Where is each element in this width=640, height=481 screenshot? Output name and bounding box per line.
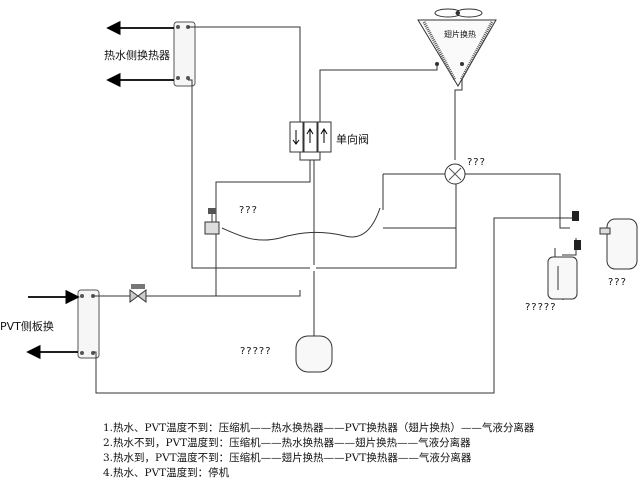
- liquid-receiver: [295, 335, 333, 373]
- legend-item: 4.热水、PVT温度到：停机: [103, 467, 230, 479]
- operating-modes-legend: 1.热水、PVT温度不到：压缩机——热水换热器——PVT换热器（翅片换热）——气…: [103, 421, 534, 481]
- check-valve-pair: [289, 121, 332, 153]
- unknown-valve-label: ???: [467, 157, 486, 168]
- expansion-valve-top: [204, 208, 220, 235]
- pvt-plate-heat-exchanger: [77, 289, 100, 359]
- gas-liquid-separator: [547, 256, 578, 300]
- compressor: [599, 218, 638, 270]
- fan-icon: [434, 8, 483, 18]
- unknown-compressor-label: ???: [608, 277, 627, 288]
- unknown-receiver-label: ?????: [240, 346, 272, 357]
- unknown-separator-label: ?????: [525, 302, 557, 313]
- legend-item: 1.热水、PVT温度不到：压缩机——热水换热器——PVT换热器（翅片换热）——气…: [103, 422, 535, 434]
- hot-water-heat-exchanger: [173, 21, 196, 87]
- unknown-expansion-label: ???: [239, 205, 258, 216]
- four-way-valve: [444, 163, 466, 185]
- compressor-fitting: [572, 211, 581, 250]
- check-valve-label: 单向阀: [336, 133, 369, 146]
- expansion-valve-bottom: [129, 284, 147, 303]
- fin-hx-label: 翅片换热: [444, 30, 476, 39]
- fin-heat-exchanger: [417, 19, 497, 87]
- hot-water-hx-label: 热水侧换热器: [104, 49, 170, 62]
- pipework: [93, 26, 577, 394]
- legend-item: 3.热水到，PVT温度不到：压缩机——翅片换热——PVT换热器——气液分离器: [103, 452, 472, 464]
- pvt-hx-label: PVT侧板换: [0, 320, 54, 333]
- legend-item: 2.热水不到，PVT温度到：压缩机——热水换热器——翅片换热——气液分离器: [103, 437, 471, 449]
